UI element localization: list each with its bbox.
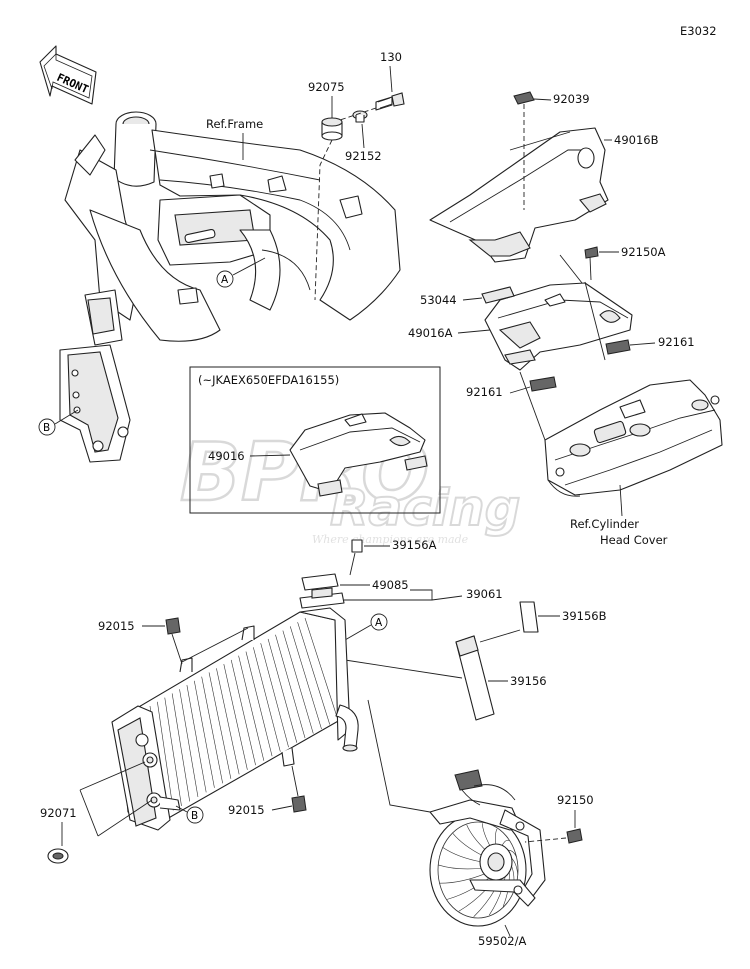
bolt-92150A (584, 246, 599, 281)
cylinder-head-cover (544, 379, 723, 497)
cap-49085 (299, 573, 345, 609)
part-label-92071: 92071 (40, 806, 77, 820)
heat-guard-49016B (429, 127, 609, 263)
part-label-92039: 92039 (553, 92, 590, 106)
frame-ref-label: Ref.Frame (206, 117, 263, 131)
pad-92161-left (529, 376, 557, 392)
marker-a-label: A (221, 274, 229, 286)
marker-b-radiator: B (175, 805, 204, 824)
grommet-92071 (47, 848, 69, 864)
bolt-130 (375, 92, 405, 111)
seal-39156B (519, 601, 539, 633)
clip-92015-top (165, 617, 181, 635)
part-label-92150A: 92150A (621, 245, 666, 259)
part-label-49016A: 49016A (408, 326, 453, 340)
inset-box: (~JKAEX650EFDA16155) (189, 366, 441, 514)
part-label-59502A: 59502/A (478, 934, 526, 948)
part-label-92075: 92075 (308, 80, 345, 94)
marker-a-radiator: A (344, 613, 388, 641)
pad-92161-right (605, 339, 631, 355)
marker-a-frame: A (216, 257, 266, 288)
part-label-49016B: 49016B (614, 133, 659, 147)
marker-b-label: B (43, 422, 50, 434)
collar-92152 (352, 110, 368, 123)
radiator (111, 607, 359, 831)
cylinder-ref-line1: Ref.Cylinder (570, 517, 639, 531)
watermark-sub: Racing (330, 479, 520, 537)
pad-53044 (481, 286, 515, 304)
part-label-92161-right: 92161 (658, 335, 695, 349)
front-arrow-icon: FRONT (39, 45, 97, 105)
part-label-39061: 39061 (466, 587, 503, 601)
inset-label: (~JKAEX650EFDA16155) (198, 373, 339, 387)
part-label-92161-left: 92161 (466, 385, 503, 399)
part-label-39156A: 39156A (392, 538, 437, 552)
frame-drawing (59, 111, 401, 463)
marker-b-radiator-label: B (191, 810, 198, 822)
seal-39156A (351, 539, 363, 553)
clip-92039 (513, 91, 535, 105)
seal-39156 (455, 635, 495, 721)
part-label-49085: 49085 (372, 578, 409, 592)
cooling-fan (429, 769, 546, 927)
part-label-92015-top: 92015 (98, 619, 135, 633)
part-label-49016: 49016 (208, 449, 245, 463)
part-label-92015-bottom: 92015 (228, 803, 265, 817)
cylinder-ref-line2: Head Cover (600, 533, 668, 547)
part-label-92150: 92150 (557, 793, 594, 807)
watermark-tagline: Where champions are made (312, 533, 469, 546)
heat-guard-49016A (484, 282, 633, 371)
marker-b-frame: B (38, 409, 79, 436)
part-label-92152: 92152 (345, 149, 382, 163)
marker-a-radiator-label: A (375, 617, 383, 629)
part-label-53044: 53044 (420, 293, 457, 307)
part-label-39156: 39156 (510, 674, 547, 688)
diagram-code: E3032 (680, 24, 717, 38)
part-label-39156B: 39156B (562, 609, 607, 623)
part-label-130: 130 (380, 50, 402, 64)
clip-92015-bottom (291, 795, 307, 813)
grommet-92075 (321, 117, 343, 141)
bolt-92150 (566, 828, 583, 844)
